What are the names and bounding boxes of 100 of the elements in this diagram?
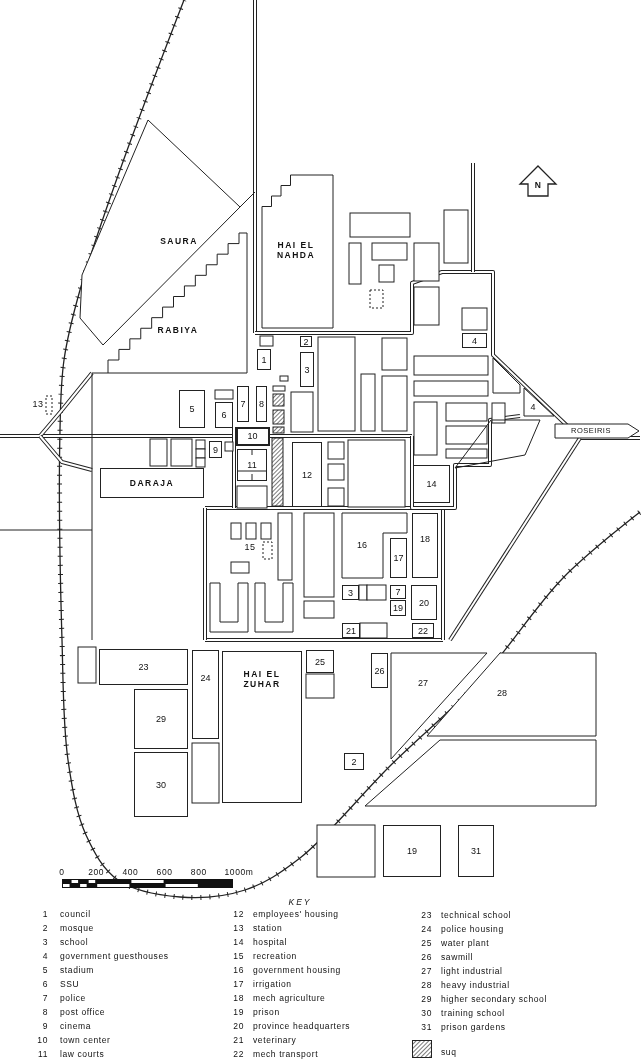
numbered-plot [390,585,406,599]
plot-number: 1 [261,354,267,365]
key-number: 26 [421,952,432,962]
key-number: 1 [42,909,48,919]
key-entry: government guesthouses [60,951,169,961]
numbered-plot [411,585,437,620]
key-number: 29 [421,994,432,1004]
north-label: N [534,180,542,190]
key-number: 7 [42,993,48,1003]
plot-number: 11 [247,460,257,470]
key-entry: employees' housing [253,909,339,919]
key-heading: KEY [288,897,312,907]
district-name: HAI EL NAHDA [275,240,317,260]
key-number: 21 [233,1035,244,1045]
plot-number: 3 [304,364,310,375]
plot-number: 5 [189,404,195,414]
plot-number: 13 [32,399,44,409]
numbered-plot [179,390,205,428]
numbered-plot [462,333,487,348]
key-entry: prison [253,1007,280,1017]
district-area [100,468,204,498]
plot-number: 29 [156,714,166,724]
key-entry: post office [60,1007,106,1017]
key-entry: water plant [441,938,490,948]
numbered-plot [237,449,267,481]
scale-value: 200 [88,867,105,877]
key-number: 12 [233,909,244,919]
plot-number: 22 [418,625,428,636]
numbered-plot [292,442,322,507]
plot-number: 4 [472,335,477,346]
key-entry: irrigation [253,979,292,989]
numbered-plot [524,388,554,416]
plot-number: 26 [374,665,385,676]
key-number: 19 [233,1007,244,1017]
numbered-plot [99,649,188,685]
plot-number: 15 [244,542,256,552]
numbered-plot [134,752,188,817]
key-entry: prison gardens [441,1022,506,1032]
key-number: 10 [37,1035,48,1045]
key-entry: training school [441,1008,505,1018]
key-entry: town center [60,1035,111,1045]
key-number: 30 [421,1008,432,1018]
plot-number: 28 [497,688,507,698]
numbered-plot [413,465,450,503]
plot-number: 25 [315,656,325,667]
key-number: 27 [421,966,432,976]
key-entry: stadium [60,965,94,975]
numbered-plot [342,585,359,600]
plot-number: 2 [303,336,309,347]
key-entry: station [253,923,283,933]
key-number: 4 [42,951,48,961]
numbered-plot [192,650,219,739]
scale-value: 1000m [224,867,254,877]
key-entry: hospital [253,937,288,947]
district-area [222,651,302,803]
key-number: 25 [421,938,432,948]
numbered-plot [306,650,334,673]
plot-number: 10 [247,431,258,441]
plot-number: 18 [420,534,430,544]
district-name: HAI EL ZUHAR [242,669,282,689]
plot-number: 19 [407,846,417,856]
key-entry: province headquarters [253,1021,351,1031]
key-number: 15 [233,951,244,961]
numbered-plot [391,653,487,759]
numbered-plot [134,689,188,749]
key-entry: police housing [441,924,504,934]
district-area [262,175,333,328]
plot-number: 3 [348,587,353,598]
key-number: 5 [42,965,48,975]
key-number: 18 [233,993,244,1003]
plot-number: 7 [395,587,401,597]
key-number: 28 [421,980,432,990]
district-name: DARAJA [129,478,175,488]
numbered-plot [256,386,267,422]
destination-sign [555,424,640,438]
key-entry: light industrial [441,966,503,976]
numbered-plot [257,349,271,370]
key-entry: school [60,937,89,947]
plot-number: 14 [426,479,437,489]
plot-number: 16 [357,540,367,550]
plot-number: 2 [351,756,357,767]
key-number: 17 [233,979,244,989]
numbered-plot [371,653,388,688]
numbered-plot [390,538,407,578]
key-number: 6 [42,979,48,989]
district-name: RABIYA [157,325,199,335]
numbered-plot [209,441,222,458]
key-number: 16 [233,965,244,975]
key-number: 24 [421,924,432,934]
key-entry: recreation [253,951,297,961]
key-entry: heavy industrial [441,980,510,990]
key-entry: cinema [60,1021,91,1031]
plot-number: 17 [393,553,404,563]
key-entry: police [60,993,86,1003]
numbered-plot [215,402,233,428]
plot-number: 12 [302,469,312,480]
numbered-plot [412,623,434,638]
key-entry: sawmill [441,952,474,962]
numbered-plot [237,386,249,422]
numbered-plot [236,427,270,446]
